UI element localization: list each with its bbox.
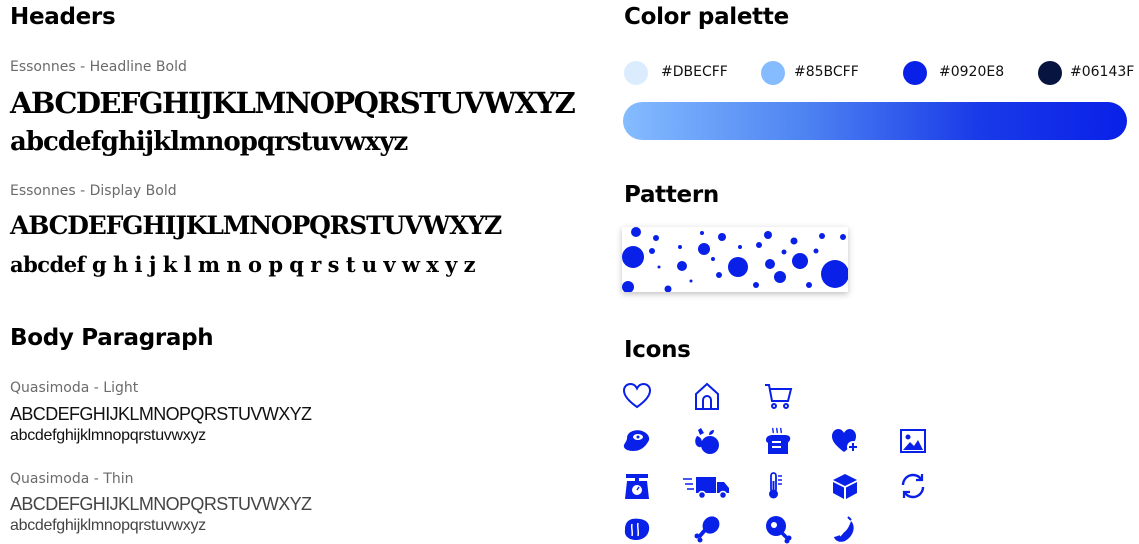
headers-title: Headers <box>10 4 116 30</box>
color-swatch-light-blue <box>624 61 648 85</box>
cart-icon <box>763 381 793 411</box>
display-bold-lowercase: abcdef g h i j k l m n o p q r s t u v w… <box>10 252 476 277</box>
color-hex-navy: #06143F <box>1070 64 1135 80</box>
thin-caption: Quasimoda - Thin <box>10 471 134 487</box>
icons-title: Icons <box>624 337 691 363</box>
box-icon <box>830 471 860 501</box>
dot-pattern-graphic <box>622 227 848 292</box>
dot-pattern <box>622 227 848 292</box>
display-bold-uppercase: ABCDEFGHIJKLMNOPQRSTUVWXYZ <box>10 211 502 240</box>
scale-icon <box>622 471 652 501</box>
refresh-icon <box>898 471 928 501</box>
image-icon <box>898 426 928 456</box>
steak-icon <box>622 426 652 456</box>
heart-icon <box>622 381 652 411</box>
body-paragraph-title: Body Paragraph <box>10 325 214 351</box>
color-hex-light-blue: #DBECFF <box>661 64 728 80</box>
color-palette-title: Color palette <box>624 4 789 30</box>
meat-icon <box>622 514 652 544</box>
display-bold-caption: Essonnes - Display Bold <box>10 183 177 199</box>
headline-bold-lowercase: abcdefghijklmnopqrstuvwxyz <box>10 127 408 157</box>
chicken-leg-icon <box>692 514 722 544</box>
light-lowercase: abcdefghijklmnopqrstuvwxyz <box>10 427 206 444</box>
light-caption: Quasimoda - Light <box>10 380 139 396</box>
thermometer-icon <box>763 471 793 501</box>
delivery-truck-icon <box>683 471 731 501</box>
thin-uppercase: ABCDEFGHIJKLMNOPQRSTUVWXYZ <box>10 494 312 514</box>
heart-plus-icon <box>830 426 860 456</box>
color-hex-sky-blue: #85BCFF <box>794 64 859 80</box>
palette-gradient-bar <box>623 102 1127 140</box>
home-icon <box>692 381 722 411</box>
sausage-icon <box>830 514 860 544</box>
bread-icon <box>763 426 793 456</box>
color-swatch-royal-blue <box>903 61 927 85</box>
color-swatch-sky-blue <box>761 61 785 85</box>
headline-bold-caption: Essonnes - Headline Bold <box>10 59 187 75</box>
color-hex-royal-blue: #0920E8 <box>939 64 1005 80</box>
vegetables-icon <box>692 426 722 456</box>
headline-bold-uppercase: ABCDEFGHIJKLMNOPQRSTUVWXYZ <box>10 86 576 120</box>
light-uppercase: ABCDEFGHIJKLMNOPQRSTUVWXYZ <box>10 404 312 424</box>
pattern-title: Pattern <box>624 182 719 208</box>
color-swatch-navy <box>1038 61 1062 85</box>
thin-lowercase: abcdefghijklmnopqrstuvwxyz <box>10 517 206 534</box>
ham-icon <box>763 514 793 544</box>
